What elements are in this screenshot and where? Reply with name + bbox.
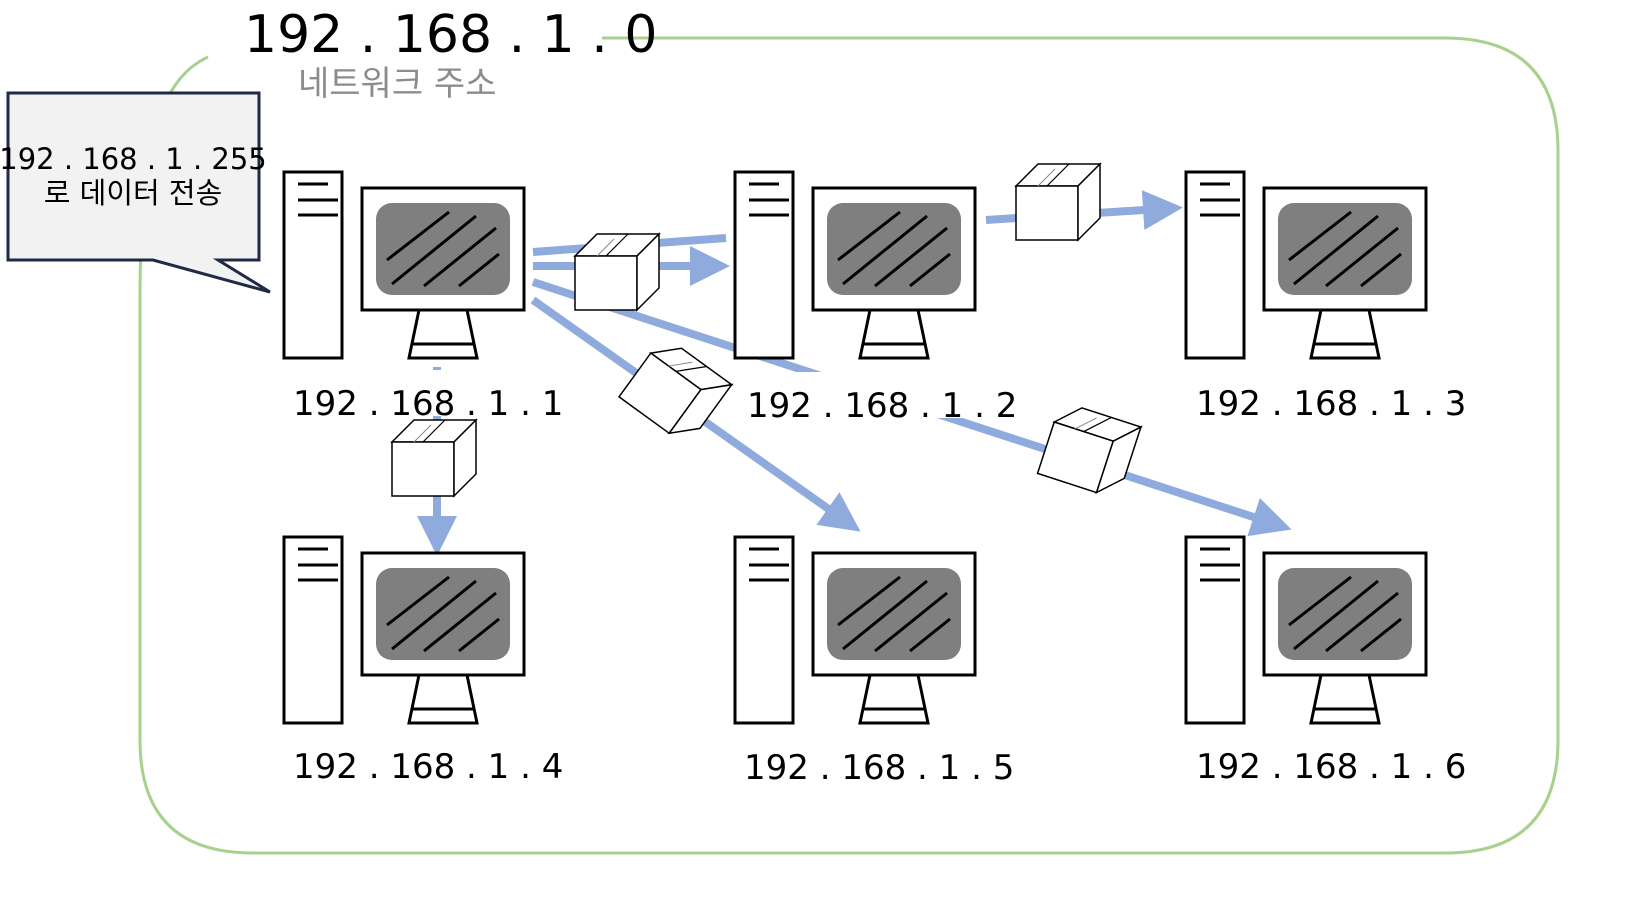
host-label-4: 192 . 168 . 1 . 4 xyxy=(293,747,563,787)
callout-line-1: 192 . 168 . 1 . 255 xyxy=(0,142,267,176)
callout-line-2: 로 데이터 전송 xyxy=(44,176,223,210)
package-icon xyxy=(1036,400,1142,501)
host-label-6: 192 . 168 . 1 . 6 xyxy=(1196,747,1466,787)
network-address-title: 192 . 168 . 1 . 0 xyxy=(244,5,657,65)
computer-host-6 xyxy=(1184,535,1428,725)
network-boundary xyxy=(138,36,1560,855)
host-label-2: 192 . 168 . 1 . 2 xyxy=(747,386,1017,426)
computer-host-3 xyxy=(1184,170,1428,360)
host-label-5: 192 . 168 . 1 . 5 xyxy=(744,748,1014,788)
network-address-subtitle: 네트워크 주소 xyxy=(298,64,497,104)
package-icon xyxy=(1015,163,1101,241)
computer-host-1 xyxy=(282,170,526,360)
package-icon xyxy=(574,233,660,311)
callout-box xyxy=(6,91,271,294)
package-icon xyxy=(391,419,477,497)
host-label-1: 192 . 168 . 1 . 1 xyxy=(293,384,563,424)
computer-host-5 xyxy=(733,535,977,725)
host-label-3: 192 . 168 . 1 . 3 xyxy=(1196,384,1466,424)
computer-host-2 xyxy=(733,170,977,360)
computer-host-4 xyxy=(282,535,526,725)
